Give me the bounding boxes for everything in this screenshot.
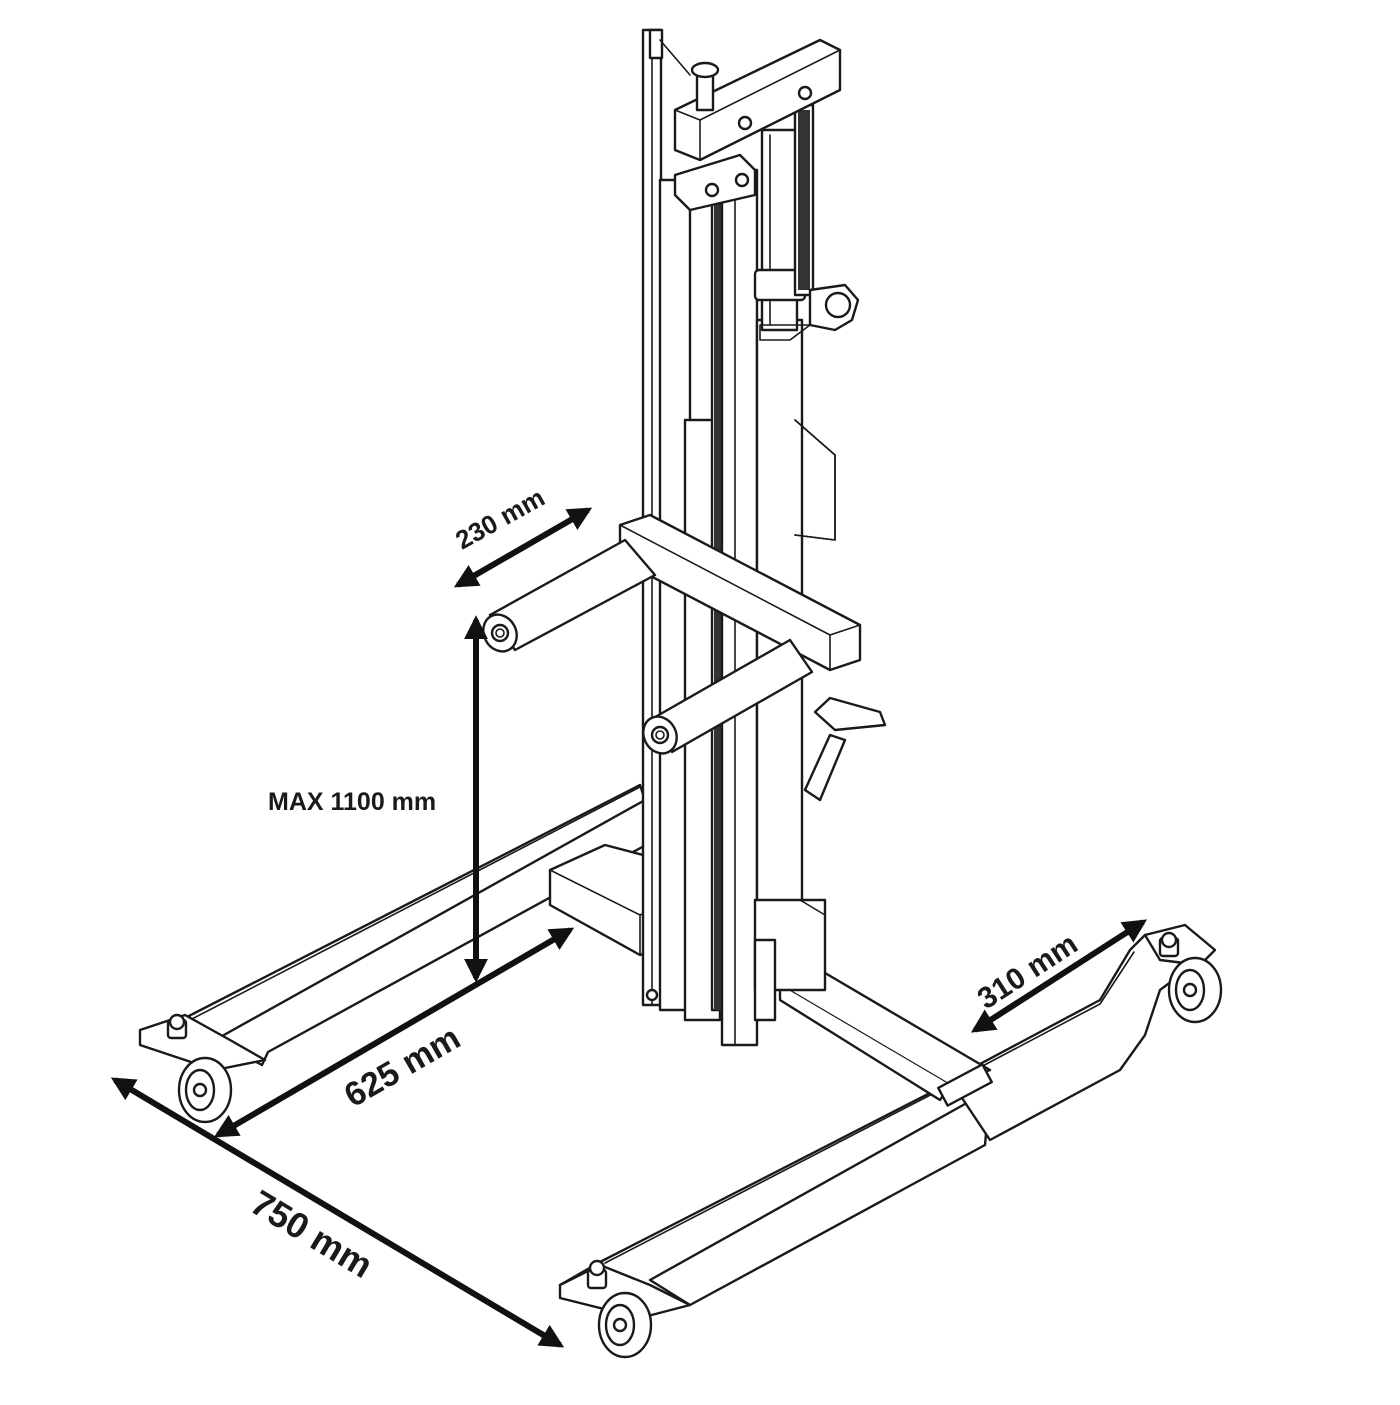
dimension-arrows [110,507,1148,1348]
roller-lower [642,638,814,755]
roller-width-arrow [453,507,593,588]
lift-chain [798,110,810,290]
mast-head [648,28,842,212]
roller-carriage [482,513,862,755]
rear-leg-width-arrow [970,919,1148,1033]
push-handle [794,419,836,541]
roller-width-label: 230 mm [450,482,549,555]
foot-pedal [803,696,887,802]
outer-length-arrow [110,1077,565,1348]
caster-right [1143,923,1223,1024]
max-height-label: MAX 1100 mm [268,788,436,816]
inner-width-label: 625 mm [338,1019,467,1115]
